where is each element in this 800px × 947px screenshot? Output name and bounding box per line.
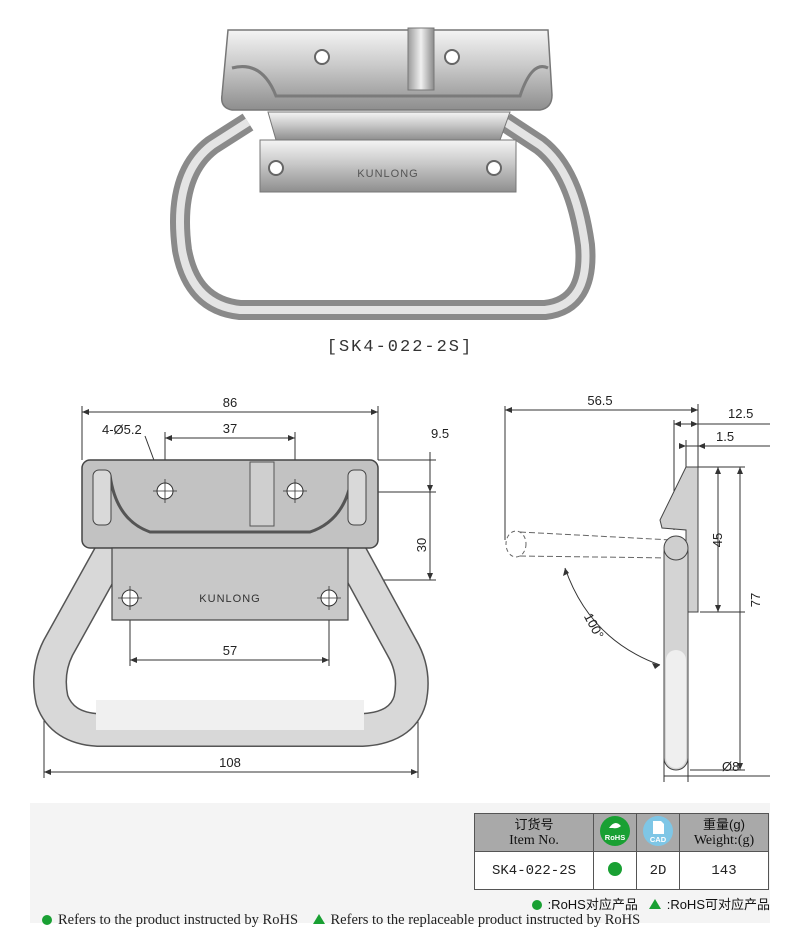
legend-replaceable-cn: :RoHS可对应产品 [666, 897, 770, 912]
item-no-en: Item No. [509, 832, 559, 848]
weight-en: Weight:(g) [693, 832, 755, 848]
legend-cn: :RoHS对应产品 :RoHS可对应产品 [531, 894, 770, 913]
legend-rohs-cn: :RoHS对应产品 [547, 897, 638, 912]
rohs-dot-icon [608, 861, 622, 876]
rohs-leaf-icon: RoHS [600, 816, 630, 846]
svg-text:RoHS: RoHS [605, 833, 625, 842]
dim-hole-spacing-bottom: 57 [223, 643, 237, 658]
dim-angle: 100° [581, 610, 607, 641]
cad-value: 2D [636, 851, 680, 890]
front-view-drawing: KUNLONG 86 4-Ø5.2 37 9.5 30 57 108 [33, 395, 449, 778]
cad-header: CAD [636, 813, 680, 852]
dim-width-top: 86 [223, 395, 237, 410]
dim-bar-diameter: Ø8 [722, 759, 739, 774]
dim-hole-spec: 4-Ø5.2 [102, 422, 142, 437]
legend-replaceable-en: Refers to the replaceable product instru… [330, 912, 641, 928]
dim-width-overall: 108 [219, 755, 241, 770]
side-view-drawing: 56.5 12.5 1.5 45 77 100° Ø8 [504, 393, 770, 782]
weight-value: 143 [679, 851, 769, 890]
dim-height-overall: 77 [748, 593, 763, 607]
triangle-icon [648, 899, 661, 909]
item-value: SK4-022-2S [474, 851, 594, 890]
product-model-label: [SK4-022-2S] [326, 338, 474, 357]
triangle-icon [312, 914, 325, 924]
dim-height-plate-side: 45 [710, 533, 725, 547]
item-no-cn: 订货号 [514, 816, 554, 832]
dim-projection: 56.5 [587, 393, 612, 408]
svg-text:CAD: CAD [650, 835, 667, 844]
weight-header: 重量(g) Weight:(g) [679, 813, 769, 852]
rohs-dot-icon [42, 915, 52, 925]
dim-height-plate: 30 [414, 538, 429, 552]
dim-edge-offset: 9.5 [431, 426, 449, 441]
rohs-value [593, 851, 637, 890]
dim-plate-depth: 12.5 [728, 406, 753, 421]
legend-rohs-en: Refers to the product instructed by RoHS [58, 912, 299, 928]
dim-hole-spacing-top: 37 [223, 421, 237, 436]
rohs-dot-icon [531, 900, 542, 910]
spec-table: 订货号 Item No. RoHS CAD 重量(g) Weight:(g) S… [474, 813, 769, 890]
item-no-header: 订货号 Item No. [474, 813, 594, 852]
rohs-header: RoHS [593, 813, 637, 852]
cad-icon: CAD [643, 816, 673, 846]
legend-en: Refers to the product instructed by RoHS… [42, 912, 640, 929]
photo-brand-text: KUNLONG [357, 168, 418, 180]
drawing-brand-text: KUNLONG [199, 593, 260, 605]
product-photo: KUNLONG [170, 27, 596, 320]
weight-cn: 重量(g) [703, 816, 745, 832]
dim-thickness: 1.5 [716, 429, 734, 444]
